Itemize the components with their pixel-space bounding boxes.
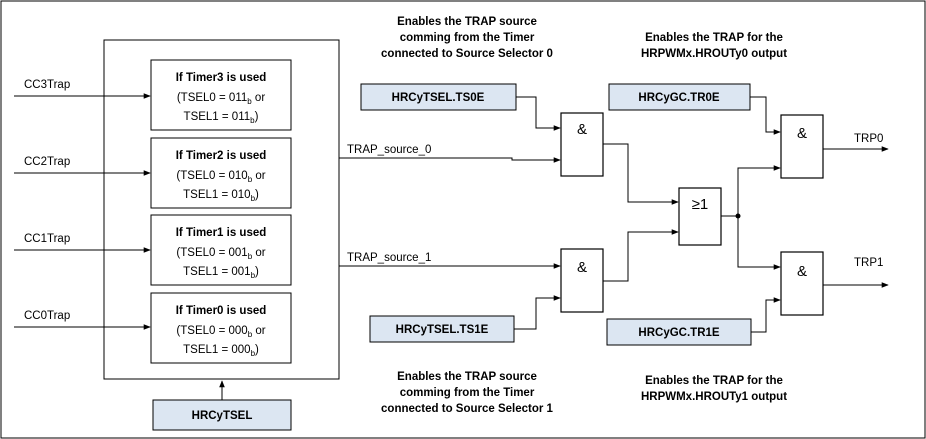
timer1-line3: TSEL1 = 001b) xyxy=(183,266,259,280)
or-to-and-trp1-wire xyxy=(737,216,781,270)
or-gate-symbol: ≥1 xyxy=(692,196,709,213)
svg-text:Enables the TRAP source: Enables the TRAP source xyxy=(397,371,537,383)
and0-to-or-wire xyxy=(603,143,679,205)
timer0-title: If Timer0 is used xyxy=(176,305,267,317)
input-label-cc1trap: CC1Trap xyxy=(24,233,70,245)
hrcytsel-ts1e-register xyxy=(369,315,515,343)
tr1e-wire xyxy=(751,297,781,333)
trap-source-1-label: TRAP_source_1 xyxy=(347,252,431,264)
note-top-right: Enables the TRAP for the HRPWMx.HROUTy0 … xyxy=(641,32,787,60)
svg-text:HRPWMx.HROUTy1 output: HRPWMx.HROUTy1 output xyxy=(641,391,787,403)
and-gate-trp0 xyxy=(780,114,824,179)
timer3-title: If Timer3 is used xyxy=(176,72,267,84)
timer1-block: If Timer1 is used (TSEL0 = 001b or TSEL1… xyxy=(150,214,292,286)
svg-text:connected to Source Selector 0: connected to Source Selector 0 xyxy=(381,48,553,60)
ts1e-wire xyxy=(514,295,561,330)
timer2-line2: (TSEL0 = 010b or xyxy=(176,170,265,184)
input-label-cc3trap: CC3Trap xyxy=(24,79,70,91)
svg-text:comming from the Timer: comming from the Timer xyxy=(400,32,535,44)
hrcygc-tr0e-register xyxy=(608,83,751,111)
and-gate-source-0 xyxy=(560,112,604,177)
trap-source-0-label: TRAP_source_0 xyxy=(347,144,431,156)
timer2-block: If Timer2 is used (TSEL0 = 010b or TSEL1… xyxy=(150,137,292,209)
hrcygc-tr1e-label: HRCyGC.TR1E xyxy=(638,327,719,339)
and-gate-trp1-symbol: & xyxy=(797,263,807,280)
svg-text:comming from the Timer: comming from the Timer xyxy=(400,387,535,399)
and-gate-source-0-symbol: & xyxy=(577,121,587,138)
svg-text:HRPWMx.HROUTy0 output: HRPWMx.HROUTy0 output xyxy=(641,48,787,60)
trp0-label: TRP0 xyxy=(854,133,883,145)
trap-source-0-wire xyxy=(339,157,561,163)
hrcytsel-label: HRCyTSEL xyxy=(192,410,253,422)
and1-to-or-wire xyxy=(603,229,679,282)
timer0-line2: (TSEL0 = 000b or xyxy=(176,325,265,339)
and-gate-source-1 xyxy=(560,248,604,313)
tr0e-wire xyxy=(750,96,781,135)
hrcytsel-ts0e-label: HRCyTSEL.TS0E xyxy=(392,92,485,104)
svg-text:Enables the TRAP source: Enables the TRAP source xyxy=(397,16,537,28)
timer3-block: If Timer3 is used (TSEL0 = 011b or TSEL1… xyxy=(150,59,292,131)
input-label-cc2trap: CC2Trap xyxy=(24,156,70,168)
and-gate-trp1 xyxy=(780,251,824,316)
hrcytsel-ts0e-register xyxy=(360,83,517,111)
svg-text:connected to Source Selector 1: connected to Source Selector 1 xyxy=(381,403,554,415)
note-top-left: Enables the TRAP source comming from the… xyxy=(381,16,553,60)
ts0e-wire xyxy=(516,96,561,131)
and-gate-source-1-symbol: & xyxy=(577,259,587,276)
timer0-block: If Timer0 is used (TSEL0 = 000b or TSEL1… xyxy=(150,292,292,364)
or-gate xyxy=(678,187,722,246)
note-bottom-left: Enables the TRAP source comming from the… xyxy=(381,371,554,415)
timer3-line3: TSEL1 = 011b) xyxy=(184,111,259,125)
svg-text:Enables the TRAP for the: Enables the TRAP for the xyxy=(645,32,783,44)
hrcytsel-ts1e-label: HRCyTSEL.TS1E xyxy=(396,324,489,336)
input-label-cc0trap: CC0Trap xyxy=(24,310,70,322)
hrcygc-tr0e-label: HRCyGC.TR0E xyxy=(638,92,719,104)
hrcygc-tr1e-register xyxy=(606,318,752,346)
timer1-line2: (TSEL0 = 001b or xyxy=(176,247,265,261)
svg-text:Enables the TRAP for the: Enables the TRAP for the xyxy=(645,375,783,387)
timer2-title: If Timer2 is used xyxy=(176,150,267,162)
hrcytsel-register xyxy=(152,399,292,431)
timer1-title: If Timer1 is used xyxy=(176,227,267,239)
or-to-and-trp0-wire xyxy=(737,165,781,216)
trp1-label: TRP1 xyxy=(854,257,883,269)
note-bottom-right: Enables the TRAP for the HRPWMx.HROUTy1 … xyxy=(641,375,787,403)
and-gate-trp0-symbol: & xyxy=(797,125,807,142)
timer0-line3: TSEL1 = 000b) xyxy=(183,344,259,358)
timer2-line3: TSEL1 = 010b) xyxy=(183,189,259,203)
timer3-line2: (TSEL0 = 011b or xyxy=(177,92,265,106)
